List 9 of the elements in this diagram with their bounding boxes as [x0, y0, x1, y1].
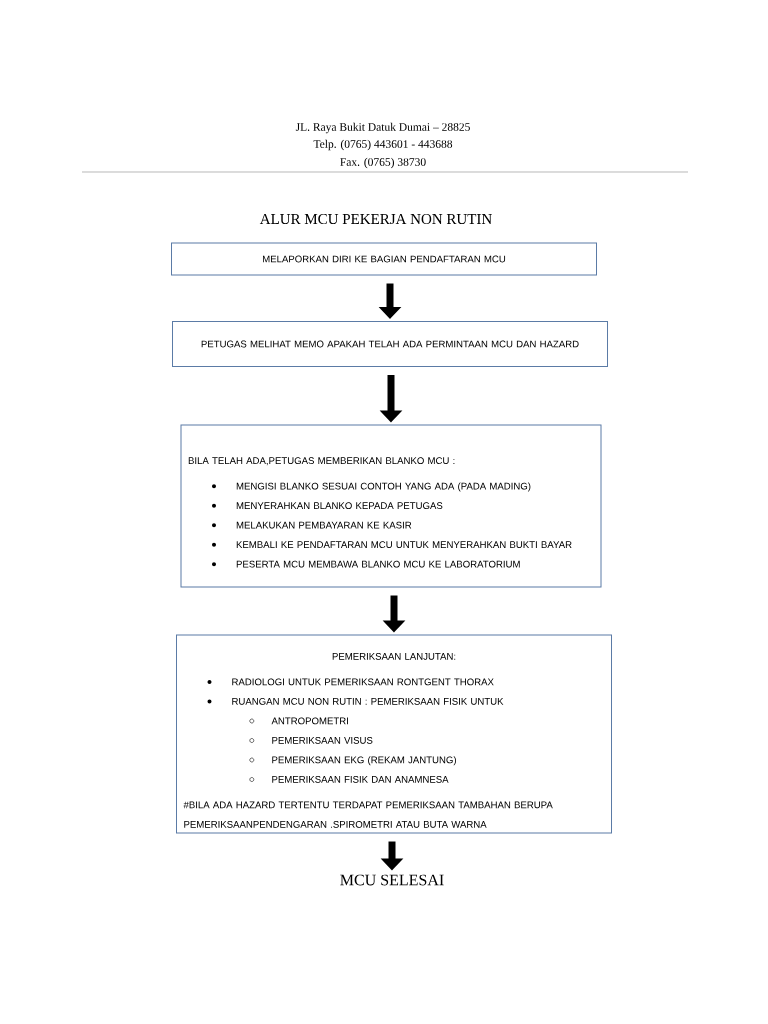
address-line: Telp. (0765) 443601 - 443688 [313, 139, 453, 151]
end-label: MCU SELESAI [340, 874, 444, 886]
title: ALUR MCU PEKERJA NON RUTIN [259, 213, 492, 225]
address-line: JL. Raya Bukit Datuk Dumai – 28825 [295, 122, 470, 134]
process-box: PETUGAS MELIHAT MEMO APAKAH TELAH ADA PERMINTAAN MCU DAN HAZARD [172, 321, 608, 367]
process-box: MELAPORKAN DIRI KE BAGIAN PENDAFTARAN MCU [171, 242, 597, 276]
process-box: BILA TELAH ADA,PETUGAS MEMBERIKAN BLANKO MCU : MENGISI BLANKO SESUAI CONTOH YANG ADA (PADA MADING) MENYERAHKAN BLANKO KEPADA PETUGAS MELAKUKAN PEMBAYARAN KE KASIR KEMBALI KE PENDAFTARAN MCU UNTUK MENYERAHKAN BUKTI BAYAR PESERTA MCU MEMBAWA BLANKO MCU KE LABORATORIUM [180, 424, 602, 588]
process-box: PEMERIKSAAN LANJUTAN: RADIOLOGI UNTUK PEMERIKSAAN RONTGENT THORAX RUANGAN MCU NON RUTIN : PEMERIKSAAN FISIK UNTUK ANTROPOMETRI PEMERIKSAAN VISUS PEMERIKSAAN EKG (REKAM JANTUNG) PEMERIKSAAN FISIK DAN ANAMNESA #BILA ADA HAZARD TERTENTU TERDAPAT PEMERIKSAAN TAMBAHAN BERUPA PEMERIKSAANPENDENGARAN .SPIROMETRI ATAU BUTA WARNA [176, 634, 612, 834]
address-line: Fax. (0765) 38730 [340, 157, 426, 169]
